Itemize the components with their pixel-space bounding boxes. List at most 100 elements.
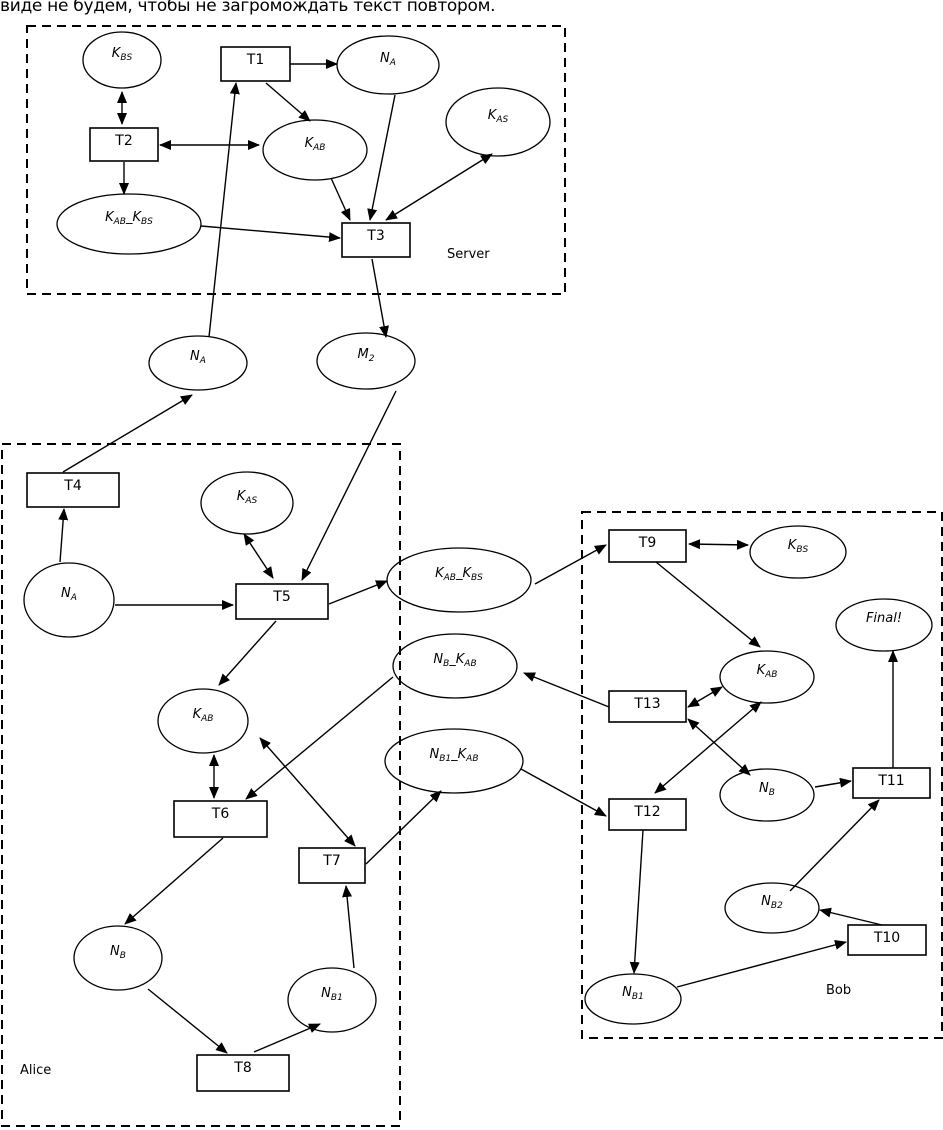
place-label: KAS: [237, 489, 258, 506]
place-c_nb1kab[interactable]: NB1_KAB: [384, 728, 524, 794]
place-b_nb2[interactable]: NB2: [724, 882, 820, 934]
place-label: NA: [380, 51, 396, 68]
place-s_kabkbs[interactable]: KAB_KBS: [56, 193, 202, 255]
arc-T6-to-a_nb: [124, 837, 224, 925]
place-s_kbs[interactable]: KBS: [82, 31, 162, 89]
place-label: KAB: [757, 663, 778, 680]
transition-box: [89, 127, 159, 162]
transition-t1[interactable]: T1: [220, 46, 291, 82]
transition-box: [847, 924, 927, 956]
place-ellipse: [386, 547, 532, 613]
transition-t13[interactable]: T13: [608, 690, 687, 723]
place-b_nb[interactable]: NB: [719, 768, 815, 822]
place-ellipse: [719, 650, 815, 704]
place-m_na[interactable]: NA: [148, 335, 248, 391]
place-ellipse: [148, 335, 248, 391]
place-b_kbs[interactable]: KBS: [749, 525, 847, 579]
transition-box: [173, 800, 268, 838]
transition-label: T11: [877, 773, 904, 789]
arc-T5-to-c_kabkbs: [328, 580, 388, 605]
transition-box: [220, 46, 291, 82]
transition-label: T2: [114, 133, 132, 149]
place-a_kab[interactable]: KAB: [157, 688, 249, 754]
arc-s_kab-to-T3: [330, 177, 351, 221]
arc-s_kabkbs-to-T3: [200, 225, 341, 243]
arc-T7-to-c_nb1kab: [365, 790, 442, 865]
place-ellipse: [445, 87, 551, 157]
arc-T5-to-a_kab: [218, 620, 277, 686]
place-label: KBS: [112, 46, 133, 63]
place-label: KAB: [193, 707, 214, 724]
transition-t5[interactable]: T5: [235, 583, 329, 620]
transition-box: [608, 529, 687, 563]
group-label-bob: Bob: [826, 983, 851, 998]
place-ellipse: [287, 967, 377, 1033]
arc-T3-to-m_m2: [371, 258, 389, 338]
arc-s_na-to-T3: [367, 94, 396, 221]
transition-t2[interactable]: T2: [89, 127, 159, 162]
transition-label: T13: [633, 696, 660, 712]
place-b_kab[interactable]: KAB: [719, 650, 815, 704]
arc-b_nb-to-T11: [814, 777, 852, 788]
place-label: NB1: [321, 986, 343, 1003]
place-label: M2: [358, 347, 375, 364]
place-s_kab[interactable]: KAB: [262, 119, 368, 181]
arc-m_na-to-T1: [208, 82, 240, 338]
transition-t3[interactable]: T3: [341, 222, 411, 258]
transition-t4[interactable]: T4: [26, 472, 120, 508]
arc-T9-to-b_kab: [655, 561, 761, 648]
place-ellipse: [724, 882, 820, 934]
transition-label: T1: [246, 52, 264, 68]
transition-box: [608, 798, 687, 831]
transition-t7[interactable]: T7: [298, 847, 366, 884]
place-s_na[interactable]: NA: [336, 35, 440, 95]
group-label-server: Server: [447, 247, 490, 262]
arc-T10-to-b_nb2: [819, 907, 883, 926]
place-b_final[interactable]: Final!: [835, 598, 933, 652]
place-ellipse: [23, 562, 115, 638]
place-label: NB: [759, 781, 775, 798]
place-ellipse: [82, 31, 162, 89]
transition-t10[interactable]: T10: [847, 924, 927, 956]
group-bob: Bob: [581, 511, 943, 1039]
transition-box: [196, 1054, 290, 1092]
place-c_kabkbs[interactable]: KAB_KBS: [386, 547, 532, 613]
place-label: NB_KAB: [433, 652, 476, 669]
group-server: Server: [26, 25, 566, 295]
transition-t6[interactable]: T6: [173, 800, 268, 838]
arc-a_nb-to-T8: [147, 988, 228, 1054]
place-label: NB: [110, 944, 126, 961]
arc-T4-to-m_na: [62, 394, 193, 473]
transition-t12[interactable]: T12: [608, 798, 687, 831]
transition-box: [852, 767, 931, 799]
place-a_kas[interactable]: KAS: [200, 471, 294, 535]
transition-label: T9: [638, 535, 656, 551]
transition-label: T8: [233, 1060, 251, 1076]
arc-T9-to-b_kbs: [688, 539, 749, 550]
transition-box: [608, 690, 687, 723]
place-m_m2[interactable]: M2: [316, 332, 416, 390]
transition-t8[interactable]: T8: [196, 1054, 290, 1092]
place-label: NB1: [622, 985, 644, 1002]
arc-a_na-to-T4: [58, 508, 69, 563]
place-ellipse: [336, 35, 440, 95]
place-ellipse: [73, 925, 163, 991]
arc-T8-to-a_nb1: [253, 1023, 321, 1053]
place-a_na[interactable]: NA: [23, 562, 115, 638]
transition-t11[interactable]: T11: [852, 767, 931, 799]
place-b_nb1[interactable]: NB1: [584, 973, 682, 1025]
transition-t9[interactable]: T9: [608, 529, 687, 563]
arc-T13-to-c_nbkab: [523, 672, 610, 708]
place-ellipse: [719, 768, 815, 822]
group-boundary-bob: [581, 511, 943, 1039]
transition-label: T12: [633, 804, 660, 820]
transition-label: T10: [873, 930, 900, 946]
transition-box: [235, 583, 329, 620]
place-a_nb[interactable]: NB: [73, 925, 163, 991]
place-s_kas[interactable]: KAS: [445, 87, 551, 157]
arc-b_nb1-to-T10: [676, 939, 847, 988]
place-c_nbkab[interactable]: NB_KAB: [392, 633, 518, 699]
arc-b_kab-to-T12: [654, 701, 762, 794]
transition-box: [341, 222, 411, 258]
place-a_nb1[interactable]: NB1: [287, 967, 377, 1033]
